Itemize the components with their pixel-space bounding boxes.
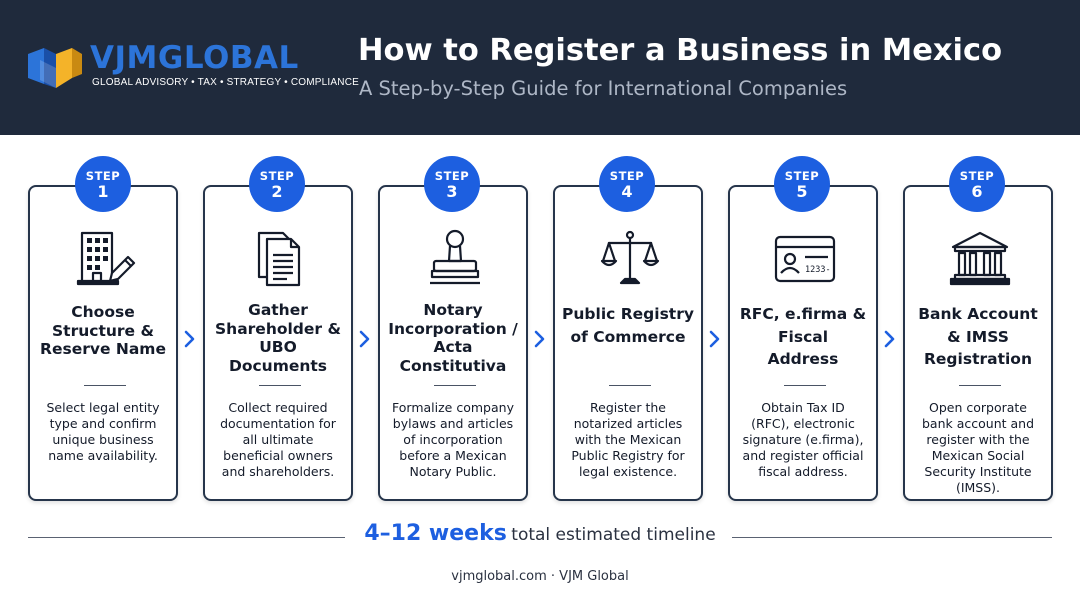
divider <box>434 385 476 386</box>
step-badge-5: STEP 5 <box>774 156 830 212</box>
rubber-stamp-icon <box>430 229 480 285</box>
step-badge-number: 2 <box>271 182 283 201</box>
timeline-rule-left <box>28 537 345 538</box>
step-badge-6: STEP 6 <box>949 156 1005 212</box>
step-badge-4: STEP 4 <box>599 156 655 212</box>
office-building-pen-icon <box>76 231 136 286</box>
footer-credit: vjmglobal.com · VJM Global <box>451 569 629 584</box>
step-badge-number: 5 <box>796 182 808 201</box>
logo-tagline: GLOBAL ADVISORY • TAX • STRATEGY • COMPL… <box>92 77 359 88</box>
logo-wordmark: VJMGLOBAL <box>90 40 299 76</box>
timeline-duration: 4–12 weeks <box>364 521 507 546</box>
step-badge-2: STEP 2 <box>249 156 305 212</box>
step-badge-number: 6 <box>971 182 983 201</box>
chevron-right-icon <box>359 330 370 348</box>
step-badge-3: STEP 3 <box>424 156 480 212</box>
timeline-label: total estimated timeline <box>511 525 716 545</box>
step-badge-1: STEP 1 <box>75 156 131 212</box>
step-badge-label: STEP <box>434 169 470 183</box>
page-subtitle: A Step-by-Step Guide for International C… <box>359 77 848 100</box>
chevron-right-icon <box>184 330 195 348</box>
step-badge-label: STEP <box>609 169 645 183</box>
step-badge-number: 1 <box>97 182 109 201</box>
bank-building-icon <box>949 231 1011 286</box>
step-badge-label: STEP <box>959 169 995 183</box>
divider <box>959 385 1001 386</box>
divider <box>784 385 826 386</box>
documents-icon <box>257 231 301 287</box>
chevron-right-icon <box>534 330 545 348</box>
timeline-summary: 4–12 weeks total estimated timeline <box>0 521 1080 546</box>
page-title: How to Register a Business in Mexico <box>358 33 1003 68</box>
divider <box>609 385 651 386</box>
id-card-icon: 1233- <box>774 235 836 283</box>
id-card-number: 1233- <box>805 265 831 275</box>
divider <box>84 385 126 386</box>
header-banner: VJMGLOBAL GLOBAL ADVISORY • TAX • STRATE… <box>0 0 1080 135</box>
step-badge-number: 3 <box>446 182 458 201</box>
vjm-global-logo: VJMGLOBAL GLOBAL ADVISORY • TAX • STRATE… <box>26 40 359 92</box>
step-badge-label: STEP <box>85 169 121 183</box>
chevron-right-icon <box>884 330 895 348</box>
step-badge-label: STEP <box>784 169 820 183</box>
timeline-rule-right <box>732 537 1052 538</box>
chevron-right-icon <box>709 330 720 348</box>
logo-mark-icon <box>28 48 82 88</box>
step-badge-label: STEP <box>259 169 295 183</box>
divider <box>259 385 301 386</box>
step-badge-number: 4 <box>621 182 633 201</box>
scales-of-justice-icon <box>600 230 660 285</box>
